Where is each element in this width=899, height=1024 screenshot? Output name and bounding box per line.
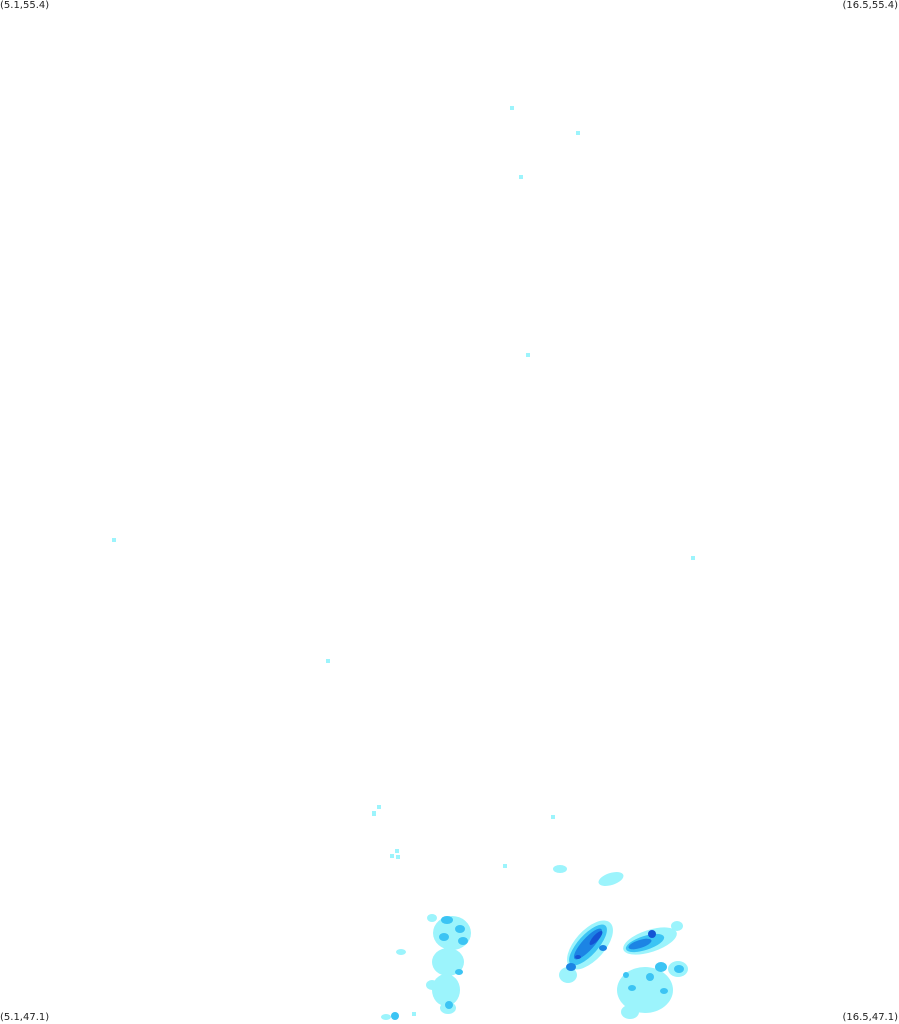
- echo-blob: [621, 1005, 639, 1019]
- echo-blob: [455, 925, 465, 933]
- echo-dot: [395, 849, 399, 853]
- echo-blob: [566, 963, 576, 971]
- echo-dot: [519, 175, 523, 179]
- echo-dot: [691, 556, 695, 560]
- echo-blob: [458, 937, 468, 945]
- echo-blob: [660, 988, 668, 994]
- storm-cell-right: [617, 921, 688, 1019]
- echo-blob: [623, 972, 629, 978]
- echo-blob: [553, 865, 567, 873]
- echo-blob: [445, 1001, 453, 1009]
- echo-dot: [551, 815, 555, 819]
- echo-blob: [599, 945, 607, 951]
- echo-blob: [396, 949, 406, 955]
- echo-blob: [598, 872, 624, 886]
- echo-blob: [559, 967, 577, 983]
- echo-blob: [441, 916, 453, 924]
- echo-blob: [655, 962, 667, 972]
- echo-dot: [326, 659, 330, 663]
- echo-dot: [372, 811, 376, 816]
- echo-dot: [396, 855, 400, 859]
- echo-blob: [674, 965, 684, 973]
- echo-blob: [617, 967, 673, 1013]
- echo-blob: [455, 969, 463, 975]
- echo-blob: [575, 955, 581, 959]
- echo-blob: [646, 973, 654, 981]
- echo-dot: [112, 538, 116, 542]
- echo-blob: [426, 980, 438, 990]
- echo-dot: [412, 1012, 416, 1016]
- echo-blob: [432, 974, 460, 1006]
- echo-blob: [628, 985, 636, 991]
- echo-dot: [526, 353, 530, 357]
- storm-cell-center: [559, 920, 613, 983]
- echo-blob: [391, 1012, 399, 1020]
- echo-blob: [671, 921, 683, 931]
- echo-blob: [381, 1014, 391, 1020]
- echo-dot: [576, 131, 580, 135]
- echo-blob: [432, 948, 464, 976]
- echo-dot: [503, 864, 507, 868]
- corner-coordinate-top-right: (16.5,55.4): [842, 0, 898, 11]
- echo-blob: [589, 931, 603, 945]
- echo-dot: [377, 805, 381, 809]
- echo-dot: [390, 854, 394, 858]
- corner-coordinate-bottom-right: (16.5,47.1): [842, 1012, 898, 1023]
- echo-blob: [628, 938, 652, 950]
- echo-dot: [510, 106, 514, 110]
- corner-coordinate-bottom-left: (5.1,47.1): [0, 1012, 50, 1023]
- echo-blob: [427, 914, 437, 922]
- corner-coordinate-top-left: (5.1,55.4): [0, 0, 50, 11]
- storm-cell-left: [391, 914, 471, 1020]
- isolated-echoes: [112, 106, 695, 1020]
- echo-blob: [648, 930, 656, 938]
- echo-blob: [439, 933, 449, 941]
